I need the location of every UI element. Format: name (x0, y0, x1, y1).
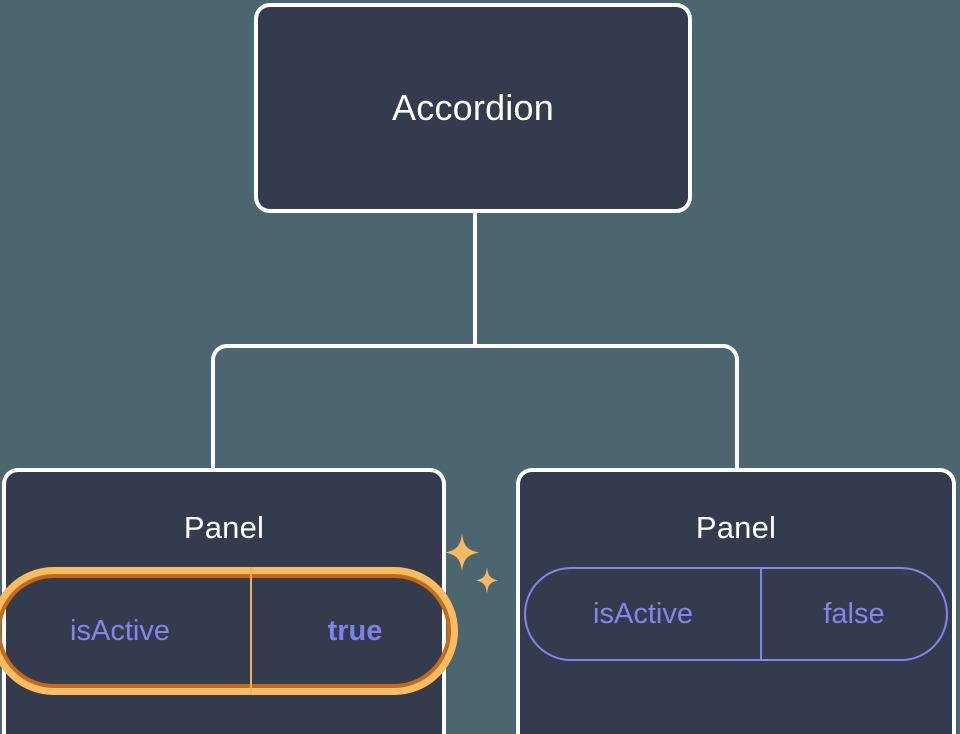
prop-pill-is-active-true[interactable]: isActive true (0, 567, 458, 695)
connector-branch-left (211, 344, 475, 470)
prop-pill-inactive-wrapper: isActive false (524, 567, 948, 661)
node-accordion-label: Accordion (392, 87, 554, 128)
prop-value: true (250, 567, 458, 695)
prop-pill-is-active-false[interactable]: isActive false (524, 567, 948, 661)
prop-key: isActive (593, 597, 693, 630)
prop-pill-active-wrapper: isActive true (0, 533, 498, 695)
node-accordion[interactable]: Accordion (254, 3, 692, 213)
node-panel-active[interactable]: Panel isActive true (2, 468, 498, 734)
prop-value: false (760, 569, 946, 659)
node-panel-inactive[interactable]: Panel isActive false (516, 468, 956, 734)
node-panel-inactive-label: Panel (695, 510, 777, 545)
prop-key: isActive (70, 614, 170, 647)
connector-branch-right (475, 344, 739, 470)
node-panel-active-label: Panel (183, 510, 265, 545)
